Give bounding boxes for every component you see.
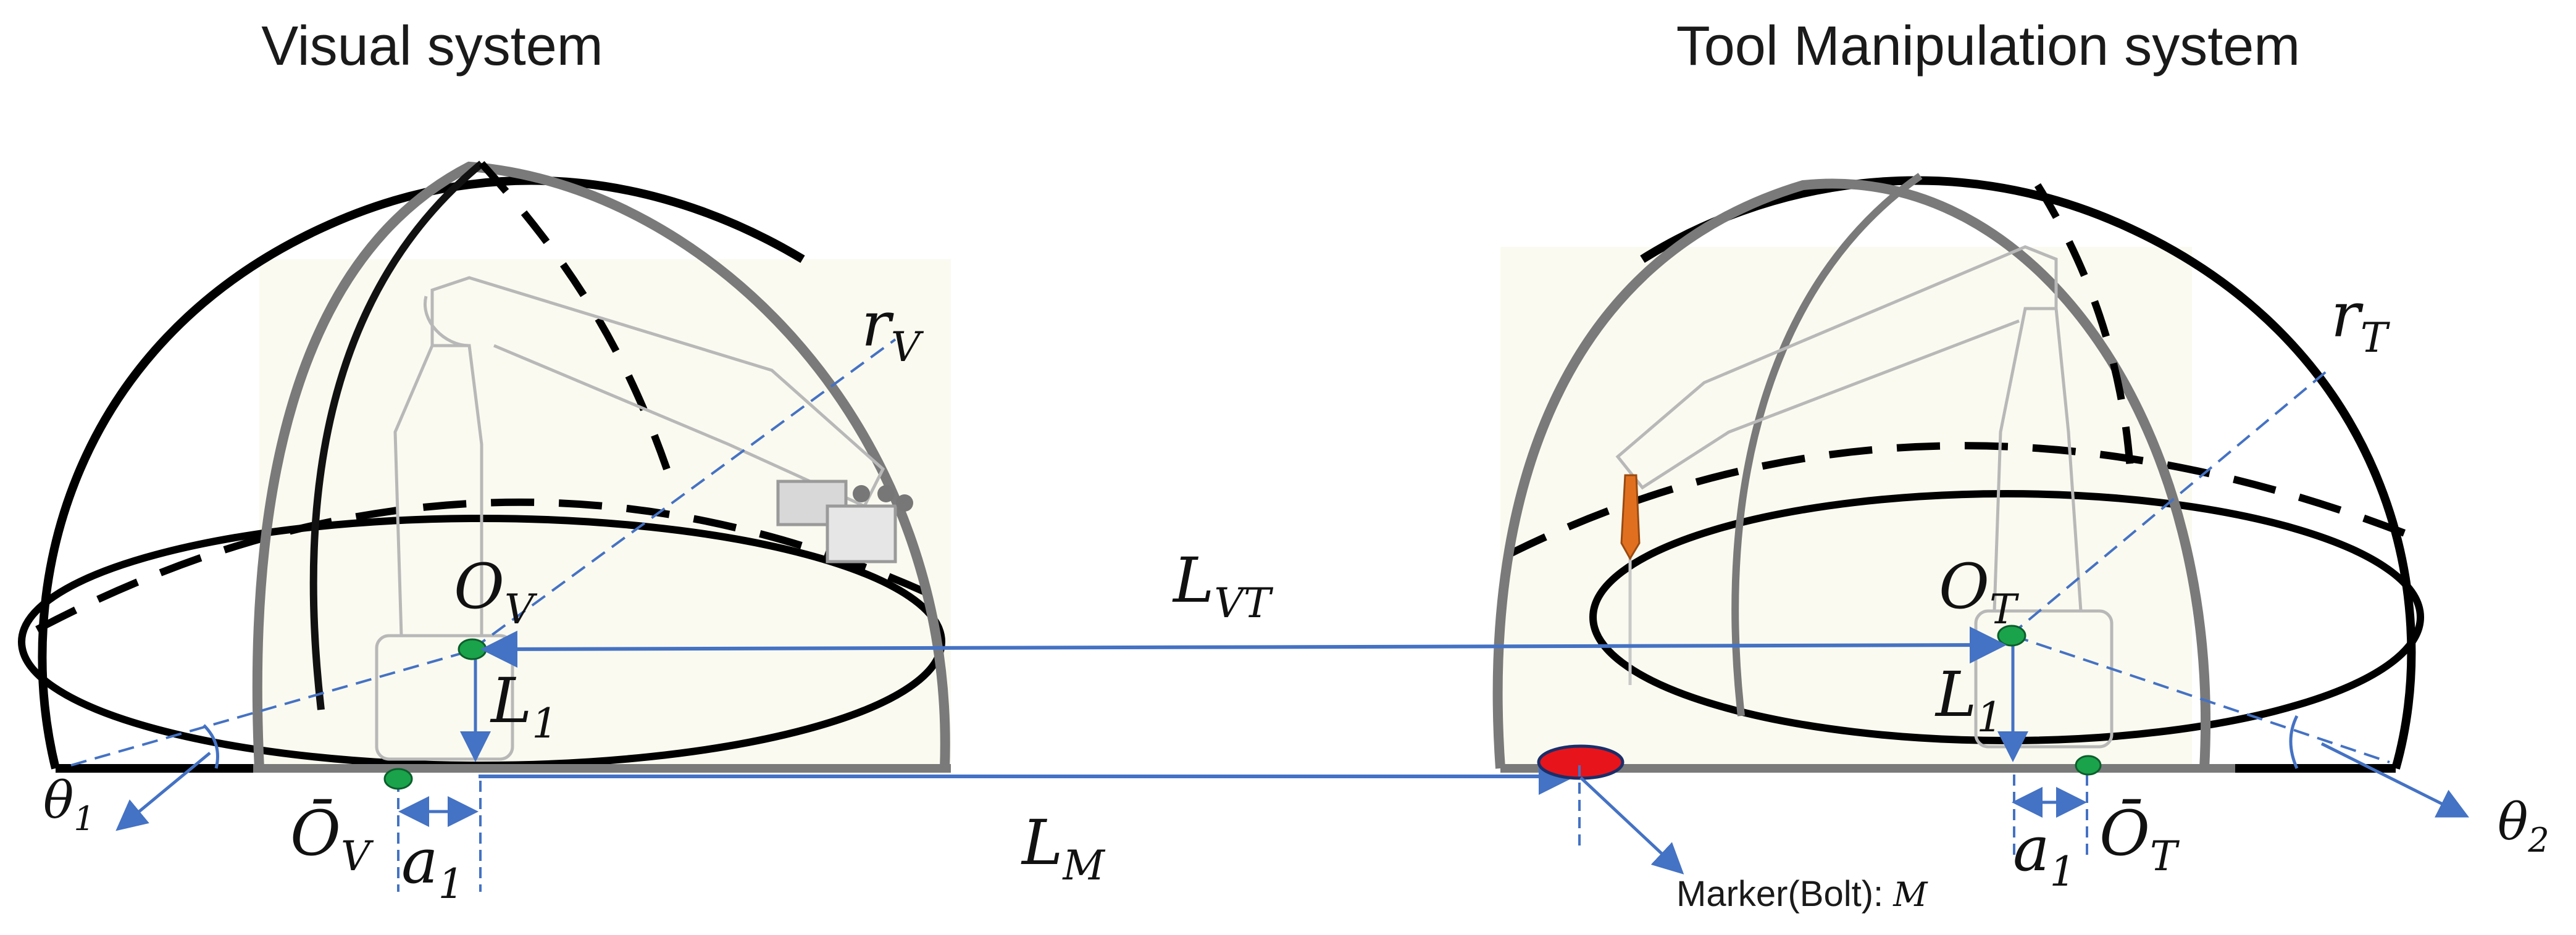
theta2-angle-arc <box>2289 715 2299 770</box>
theta2-arrow <box>2320 742 2469 818</box>
visual-front-meridian <box>309 160 484 710</box>
title-visual-system: Visual system <box>261 15 603 77</box>
label-obar-t: ŌT <box>2099 797 2180 880</box>
title-tool-manipulation-system: Tool Manipulation system <box>1676 15 2300 77</box>
label-o-t: OT <box>1939 551 2020 633</box>
point-obar-v <box>383 768 413 790</box>
visual-dome-outer <box>38 176 805 770</box>
tool-front-meridian <box>1731 173 1923 717</box>
visual-robot-arm <box>375 276 913 761</box>
tool-theta-ray <box>2012 634 2390 763</box>
tool-robot-arm <box>1615 245 2114 749</box>
label-a1-right: a1 <box>2013 813 2076 896</box>
theta1-arrow <box>115 752 211 831</box>
label-l1-left: L1 <box>490 665 558 747</box>
visual-theta-ray <box>70 650 470 767</box>
visual-hemisphere <box>18 160 951 892</box>
label-l-vt: LVT <box>1172 544 1274 627</box>
tool-background-panel <box>1500 247 2192 768</box>
visual-radius-line <box>471 338 897 650</box>
tool-dome-meridian <box>1492 178 2211 769</box>
tool-back-meridian-dashed <box>2034 183 2134 470</box>
label-a1-left: a1 <box>401 825 464 908</box>
l-vt-arrow <box>480 626 2007 668</box>
label-r-v: rV <box>861 288 924 371</box>
tool-dome-outer <box>1640 176 2416 770</box>
marker-arrow <box>1579 776 1684 875</box>
theta1-angle-arc <box>203 724 219 769</box>
point-obar-t <box>2075 755 2102 776</box>
tool-radius-line <box>2009 369 2329 637</box>
label-o-v: OV <box>454 551 538 633</box>
label-l-m: LM <box>1021 807 1105 889</box>
label-l1-right: L1 <box>1934 659 2002 741</box>
label-r-t: rT <box>2331 279 2391 362</box>
tool-hemisphere <box>1492 173 2469 861</box>
label-theta2: θ2 <box>2498 793 2549 860</box>
label-marker-bolt: Marker(Bolt): M <box>1676 874 1928 914</box>
point-o-v <box>458 638 487 660</box>
visual-equator-dashed-arc <box>35 498 928 633</box>
tool-screwdriver-handle <box>1620 474 1641 560</box>
label-obar-v: ŌV <box>290 797 374 880</box>
label-theta1: θ1 <box>43 771 95 838</box>
